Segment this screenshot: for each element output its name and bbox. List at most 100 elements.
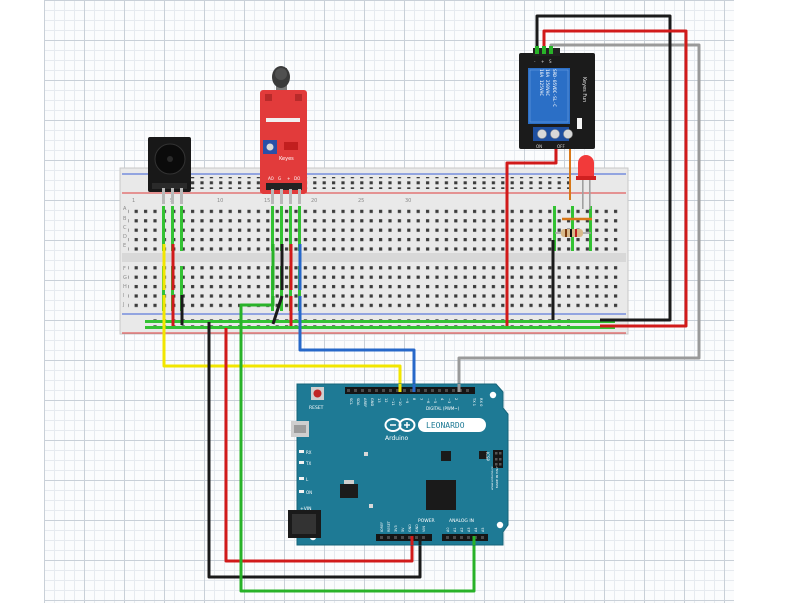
row-letter: C	[123, 225, 127, 231]
microcontroller-chip	[426, 480, 456, 510]
pin-label: SDA	[356, 398, 360, 406]
analog-header	[442, 534, 488, 541]
led-label-rx: RX	[306, 450, 312, 455]
sensor-label: Keyes	[279, 156, 294, 162]
pin-label: ~6	[426, 398, 430, 404]
pin-label: A4	[474, 528, 478, 532]
relay-pin-minus: -	[534, 59, 536, 64]
relay-rating-1: 10A 250VAC	[544, 69, 550, 96]
column-number: 1	[132, 198, 135, 204]
resistor	[555, 217, 592, 237]
row-letter: A	[123, 206, 127, 212]
model-badge	[418, 418, 486, 432]
pin-label: 2	[454, 398, 458, 400]
model-label: LEONARDO	[426, 421, 465, 430]
pin-label: 4	[440, 398, 444, 401]
pin-label: RX 0	[479, 398, 483, 407]
website-label: www.arduino.cc	[490, 466, 494, 490]
row-letter: H	[123, 284, 127, 290]
led-label-on: ON	[306, 490, 312, 495]
column-number: 10	[217, 198, 223, 204]
column-number: 25	[358, 198, 364, 204]
column-number: 15	[264, 198, 270, 204]
pin-label: RESET	[387, 520, 391, 532]
pin-label-g: G	[278, 176, 281, 181]
vin-label: +VIN	[300, 506, 312, 512]
relay-brand: Keyes Fun	[581, 77, 587, 102]
pin-label: SCL	[349, 398, 353, 405]
top-power-rail	[122, 173, 626, 194]
breadboard-terminal-bottom	[128, 264, 618, 311]
wire-relay-vcc	[542, 29, 688, 328]
pin-label: A5	[481, 528, 485, 532]
wire-relay-com	[505, 141, 558, 326]
relay-model-text: SRD-05VDC-SL-C	[551, 69, 557, 107]
mounting-hole	[496, 521, 504, 529]
row-letter: F	[123, 266, 126, 272]
mounting-hole	[489, 391, 497, 399]
column-number: 20	[311, 198, 317, 204]
pin-label: 3V3	[394, 525, 398, 532]
pin-label: GND	[415, 524, 419, 532]
pin-label: GND	[370, 398, 374, 406]
pin-label: TX 1	[472, 397, 476, 406]
pin-label: 7	[419, 398, 423, 400]
pin-label: A2	[460, 528, 464, 532]
wire-5v	[224, 328, 414, 563]
pin-label: A1	[453, 528, 457, 532]
pin-label: ~10	[398, 398, 402, 406]
row-letter: I	[123, 293, 124, 299]
pin-label: AREF	[363, 398, 367, 407]
relay-pin-plus: +	[541, 59, 544, 64]
voltage-regulator	[340, 484, 358, 498]
power-label: POWER	[418, 518, 435, 524]
breadboard-channel	[122, 253, 626, 262]
row-letter: D	[123, 234, 127, 240]
wire-sensor-signal	[298, 296, 416, 392]
red-led	[576, 155, 596, 209]
buzzer-module	[148, 137, 191, 204]
breadboard-terminal-top	[128, 204, 618, 251]
column-number: 30	[405, 198, 411, 204]
led-label-tx: TX	[305, 461, 311, 466]
row-letter: B	[123, 216, 127, 222]
pin-label: 8	[412, 398, 416, 401]
icsp-label: ICSP	[485, 452, 490, 462]
relay-terminal-off: OFF	[557, 144, 565, 149]
pin-label: ~3	[447, 398, 451, 403]
row-letter: E	[123, 243, 126, 249]
pin-label: VIN	[422, 526, 426, 532]
wire-ground	[207, 322, 422, 579]
relay-rating-2: 10A 125VAC	[538, 69, 544, 96]
wire-ends	[398, 384, 476, 545]
pin-label-plus: +	[287, 176, 290, 181]
reset-label: RESET	[309, 405, 324, 411]
pin-label: A3	[467, 528, 471, 532]
digital-label: DIGITAL (PWM~)	[426, 406, 460, 411]
pin-label: ~11	[391, 398, 395, 406]
arduino-leonardo-board: RESET +VIN SCL SDA AREF GND 13 12 ~11 ~1…	[288, 383, 509, 546]
pin-label: GND	[408, 524, 412, 532]
wire-buzzer-signal	[162, 320, 402, 392]
pin-label: ~9	[405, 398, 409, 404]
pin-label: 12	[384, 398, 388, 403]
made-in-label: MADE IN ITALY	[495, 466, 499, 488]
pin-label-ao: AO	[268, 176, 274, 181]
pin-label: ~5	[433, 398, 437, 403]
flame-sensor-module: Keyes AO G + DO	[260, 66, 307, 204]
pin-label: 5V	[401, 527, 405, 532]
wire-analog	[239, 320, 476, 593]
relay-terminal-on: ON	[536, 144, 542, 149]
analog-in-label: ANALOG IN	[449, 518, 474, 524]
pin-label-do: DO	[294, 176, 300, 181]
relay-pin-s: S	[549, 59, 552, 64]
wires	[162, 14, 701, 593]
relay-module: SRD-05VDC-SL-C 10A 250VAC 10A 125VAC Key…	[519, 46, 595, 149]
brand-label: Arduino	[385, 435, 409, 442]
led-label-l: L	[306, 477, 309, 482]
wire-relay-gnd	[535, 14, 672, 322]
pin-label: 13	[377, 398, 381, 403]
pin-label: IOREF	[380, 522, 384, 532]
pin-label: A0	[446, 528, 450, 532]
